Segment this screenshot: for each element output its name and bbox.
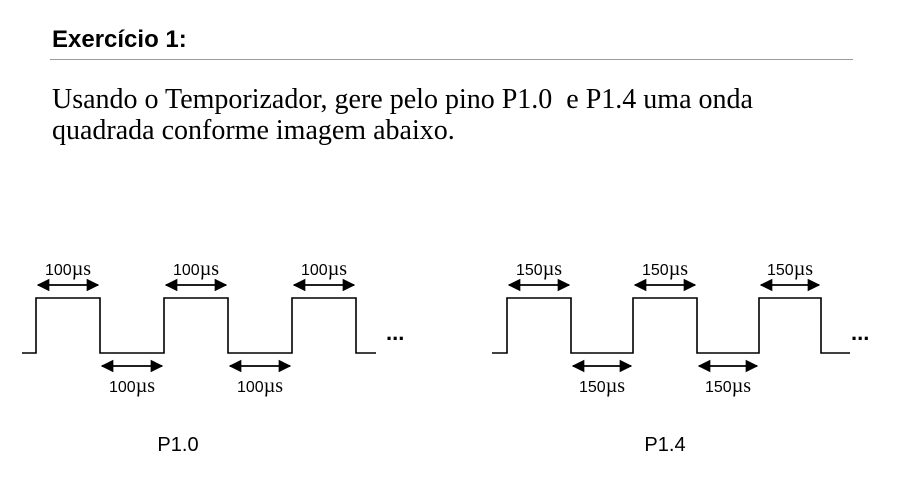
title-divider xyxy=(50,59,853,60)
statement-line-1: Usando o Temporizador, gere pelo pino P1… xyxy=(52,84,753,115)
waveform-p14 xyxy=(492,297,850,354)
continuation-ellipsis-p14: ... xyxy=(851,320,869,345)
low-time-label-p14: 150µs xyxy=(579,375,625,397)
high-time-label-p10: 100µs xyxy=(301,258,347,280)
high-time-label-p14: 150µs xyxy=(767,258,813,280)
waveform-p10 xyxy=(22,297,376,354)
high-time-label-p10: 100µs xyxy=(173,258,219,280)
continuation-ellipsis-p10: ... xyxy=(386,320,404,345)
statement-line-2: quadrada conforme imagem abaixo. xyxy=(52,115,455,146)
low-time-label-p14: 150µs xyxy=(705,375,751,397)
pin-caption-p10: P1.0 xyxy=(157,434,198,456)
low-time-label-p10: 100µs xyxy=(109,375,155,397)
pin-caption-p14: P1.4 xyxy=(644,434,685,456)
exercise-title: Exercício 1: xyxy=(52,26,187,53)
low-time-label-p10: 100µs xyxy=(237,375,283,397)
high-time-label-p14: 150µs xyxy=(642,258,688,280)
high-time-label-p10: 100µs xyxy=(45,258,91,280)
high-time-label-p14: 150µs xyxy=(516,258,562,280)
exercise-statement: Usando o Temporizador, gere pelo pino P1… xyxy=(52,84,882,146)
